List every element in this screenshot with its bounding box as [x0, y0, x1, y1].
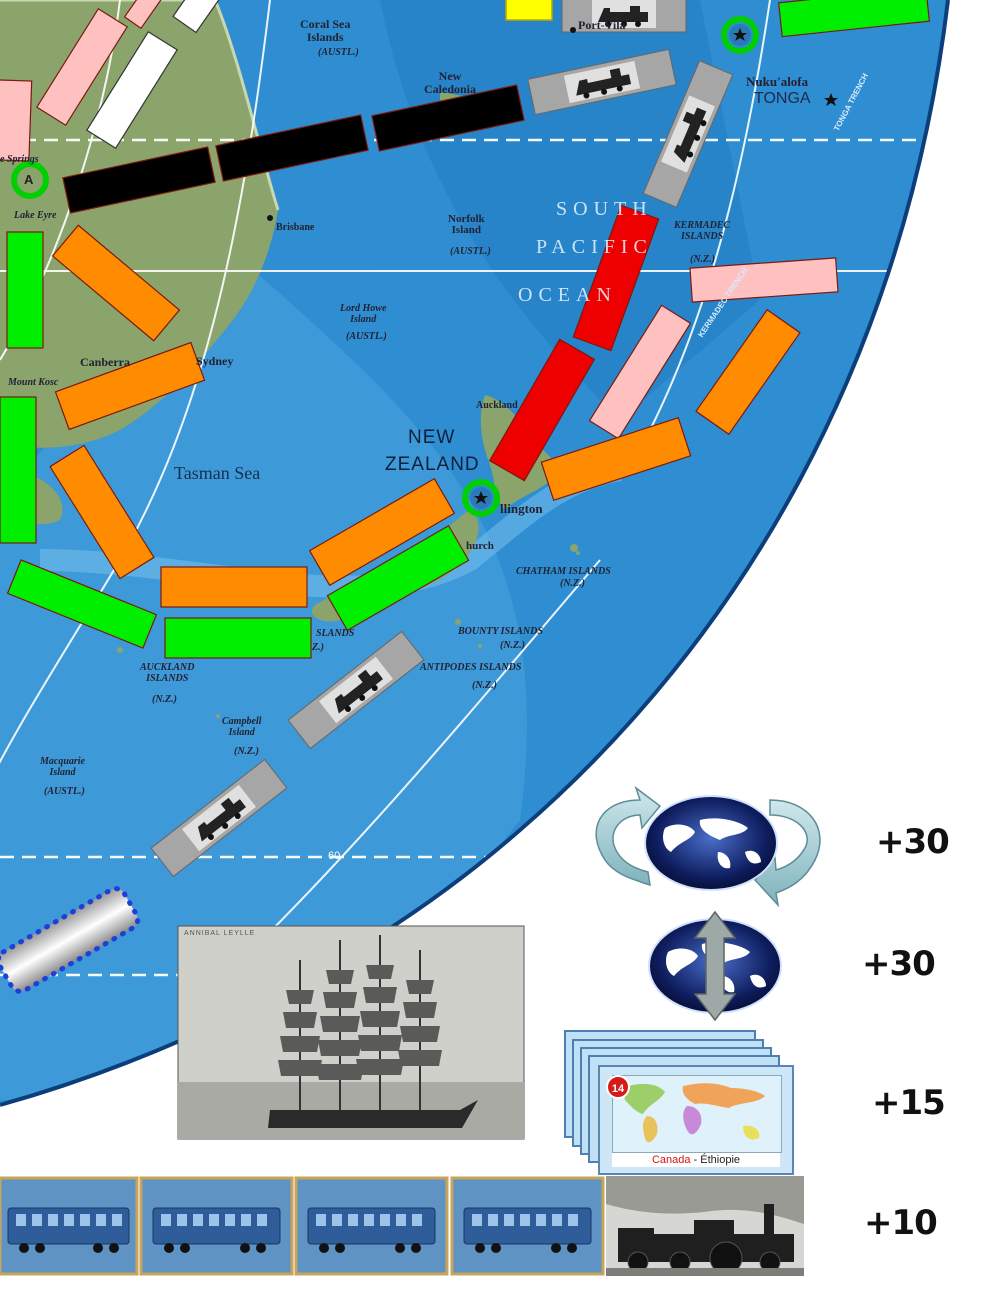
label-new-zealand-1: NEW [408, 427, 456, 448]
city-station[interactable] [721, 16, 759, 54]
route-white[interactable] [86, 30, 178, 150]
route-orange[interactable] [54, 341, 206, 431]
route-black[interactable] [62, 146, 216, 214]
label-macquarie-sub: (AUSTL.) [44, 786, 85, 797]
label-macquarie: Macquarie Island [40, 756, 85, 778]
label-tasman-sea: Tasman Sea [174, 463, 261, 483]
route-green[interactable] [777, 0, 931, 38]
label-sydney: Sydney [196, 354, 234, 368]
route-pink[interactable] [123, 0, 177, 30]
ticket-from-city: Canada [651, 1154, 691, 1166]
route-orange[interactable] [308, 477, 456, 587]
route-white[interactable] [172, 0, 220, 34]
route-gray[interactable] [150, 758, 288, 878]
label-islands-cut: SLANDS [316, 628, 355, 639]
label-auckland: Auckland [476, 400, 518, 411]
route-black[interactable] [215, 114, 369, 182]
route-green[interactable] [164, 617, 312, 659]
label-antipodes-sub: (N.Z.) [472, 680, 497, 691]
label-tonga: TONGA [754, 90, 811, 107]
gray-routes [150, 0, 734, 878]
label-antipodes: ANTIPODES ISLANDS [420, 662, 522, 673]
label-auckland-islands-sub: (N.Z.) [152, 694, 177, 705]
route-green[interactable] [326, 524, 470, 632]
label-chatham-sub: (N.Z.) [560, 578, 585, 589]
route-black[interactable] [371, 84, 525, 152]
label-port-vila: Port-Vila [578, 18, 626, 32]
label-bounty-sub: (N.Z.) [500, 640, 525, 651]
label-norfolk: Norfolk Island [448, 213, 485, 236]
label-lord-howe: Lord Howe Island [340, 303, 387, 325]
route-gray[interactable] [527, 48, 677, 116]
destination-ticket-card[interactable]: 14 Canada - Éthiopie [598, 1065, 794, 1175]
bonus-score-globe-link: +30 [862, 944, 936, 984]
ticket-to-city: Éthiopie [700, 1154, 741, 1166]
label-coral-sea: Coral Sea Islands [300, 17, 351, 44]
route-pink[interactable] [588, 304, 692, 440]
route-orange[interactable] [160, 566, 308, 608]
route-red[interactable] [572, 204, 660, 352]
route-orange[interactable] [49, 444, 155, 580]
city-station[interactable] [462, 479, 500, 517]
label-norfolk-sub: (AUSTL.) [450, 246, 491, 257]
bonus-score-tickets: +15 [872, 1083, 946, 1123]
route-gray[interactable] [642, 60, 734, 208]
ship-photo-caption: ANNIBAL LEYLLE [184, 930, 256, 937]
globe-round-trip-icon [595, 785, 821, 908]
label-south: SOUTH [556, 198, 653, 220]
label-new-caledonia: New Caledonia [424, 69, 477, 96]
label-auckland-islands: AUCKLAND ISLANDS [140, 662, 195, 684]
label-lake-eyre: Lake Eyre [14, 210, 57, 221]
bonus-score-train-cars: +10 [864, 1203, 938, 1243]
route-pink[interactable] [36, 7, 128, 127]
label-kermadec-sub: (N.Z.) [690, 254, 715, 265]
train-car-cards [0, 1176, 605, 1276]
route-orange[interactable] [540, 416, 692, 502]
sailing-ship-photo [177, 925, 525, 1140]
label-brisbane: Brisbane [276, 222, 315, 233]
label-lord-howe-sub: (AUSTL.) [346, 331, 387, 342]
label-nukualofa: Nuku'alofa [746, 74, 809, 89]
label-chatham: CHATHAM ISLANDS [516, 566, 611, 577]
label-alice-springs: e Springs [0, 154, 39, 165]
ticket-points-badge: 14 [606, 1075, 630, 1099]
station-letter: A [24, 172, 34, 187]
bonus-score-round-trip: +30 [876, 822, 950, 862]
route-red[interactable] [488, 338, 596, 482]
label-christchurch: hurch [466, 540, 494, 552]
route-ferry-dotted[interactable] [0, 885, 141, 995]
label-new-zealand-2: ZEALAND [385, 454, 480, 475]
label-coral-sea-sub: (AUSTL.) [318, 47, 359, 58]
label-campbell-sub: (N.Z.) [234, 746, 259, 757]
ticket-world-map [612, 1075, 782, 1153]
label-islands-cut-sub: Z.) [312, 642, 324, 653]
route-pink[interactable] [0, 79, 33, 162]
route-yellow[interactable] [505, 0, 553, 21]
label-ocean: OCEAN [518, 284, 617, 306]
route-green[interactable] [6, 559, 158, 649]
ticket-separator: - [690, 1154, 701, 1166]
label-canberra: Canberra [80, 355, 130, 369]
locomotive-photo [606, 1176, 804, 1276]
label-bounty: BOUNTY ISLANDS [458, 626, 543, 637]
city-station[interactable] [11, 161, 49, 199]
route-orange[interactable] [51, 224, 181, 342]
label-latitude-60: 60 [328, 850, 341, 862]
route-gray[interactable] [561, 0, 687, 33]
globe-double-arrow-icon [648, 910, 782, 1022]
route-pink[interactable] [689, 257, 839, 303]
label-wellington: llington [500, 501, 543, 516]
ticket-cities: Canada - Éthiopie [612, 1153, 780, 1167]
route-gray[interactable] [287, 630, 425, 750]
label-pacific: PACIFIC [536, 236, 653, 258]
route-green[interactable] [6, 231, 44, 349]
label-mount-kosciuszko: Mount Kosc [8, 377, 59, 388]
route-orange[interactable] [695, 308, 801, 436]
label-campbell: Campbell Island [222, 716, 262, 738]
label-kermadec: KERMADEC ISLANDS [674, 220, 731, 242]
route-green[interactable] [0, 396, 37, 544]
